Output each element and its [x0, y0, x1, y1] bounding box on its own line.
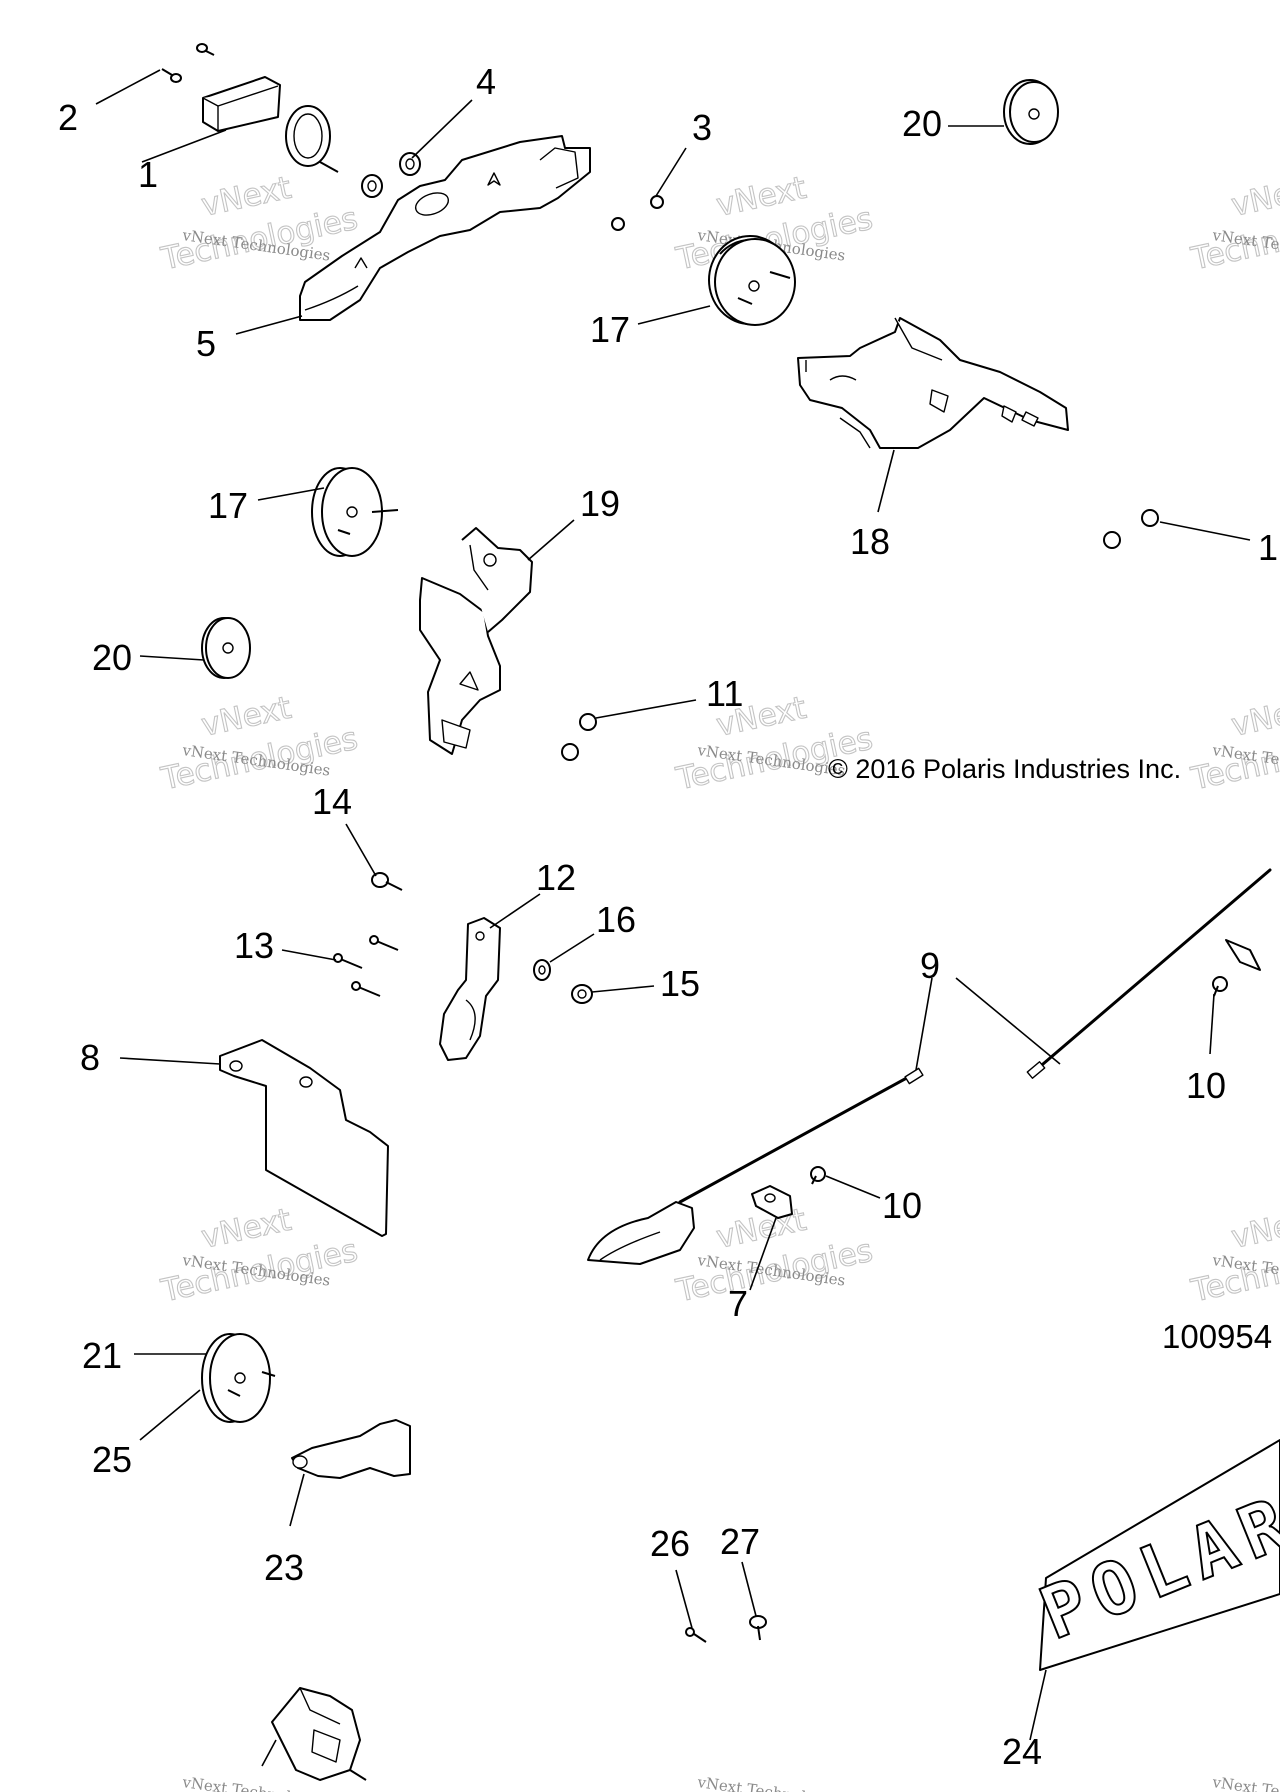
- callout-2: 2: [58, 97, 78, 138]
- callout-12: 12: [536, 857, 576, 898]
- part-1-connector: [202, 76, 339, 173]
- callout-14: 14: [312, 781, 352, 822]
- callout-10: 10: [882, 1185, 922, 1226]
- part-13-screw: [333, 935, 399, 997]
- callout-1-right: 1: [1258, 527, 1278, 568]
- callout-5: 5: [196, 323, 216, 364]
- part-19-bracket: [419, 527, 533, 755]
- callout-numbers: 2 1 4 3 5 17 20 18 1 17 19 20 11 14 12 1…: [58, 61, 1278, 1772]
- part-17-magnet: [708, 235, 796, 326]
- callout-26: 26: [650, 1523, 690, 1564]
- part-21-magnet: [201, 1333, 276, 1423]
- callout-3: 3: [692, 107, 712, 148]
- watermark: vNext Technologies: [157, 1201, 361, 1310]
- callout-11: 11: [706, 673, 743, 714]
- part-2-screw: [161, 43, 215, 83]
- part-1-nut: [1103, 509, 1159, 549]
- part-20-reflector: [1003, 79, 1059, 145]
- callout-8: 8: [80, 1037, 100, 1078]
- callout-27: 27: [720, 1521, 760, 1562]
- part-27-bolt: [749, 1615, 767, 1641]
- watermark-text: vNext Te: [1210, 1773, 1280, 1792]
- svg-text:vNext: vNext: [1228, 690, 1280, 744]
- part-23-bracket: [291, 1419, 411, 1479]
- callout-15: 15: [660, 963, 700, 1004]
- callout-18: 18: [850, 521, 890, 562]
- callout-23: 23: [264, 1547, 304, 1588]
- part-9-wire-harness: [587, 868, 1272, 1265]
- part-5-bracket: [299, 135, 591, 321]
- watermark: vNext Technologies: [1187, 1201, 1280, 1310]
- callout-10: 10: [1186, 1065, 1226, 1106]
- part-18-bracket: [797, 317, 1069, 449]
- copyright-notice: © 2016 Polaris Industries Inc.: [828, 754, 1181, 784]
- callout-1: 1: [138, 154, 158, 195]
- part-15-nut: [571, 984, 593, 1004]
- callout-13: 13: [234, 925, 274, 966]
- callout-9: 9: [920, 945, 940, 986]
- part-24-brand-plate: POLARIS: [1028, 1437, 1280, 1671]
- callout-19: 19: [580, 483, 620, 524]
- part-8-flap: [219, 1039, 389, 1237]
- part-14-bolt: [371, 872, 403, 891]
- part-20-reflector: [201, 617, 251, 679]
- callout-24: 24: [1002, 1731, 1042, 1772]
- callout-4: 4: [476, 61, 496, 102]
- leader-lines: [95, 69, 1251, 1767]
- svg-text:vNext: vNext: [1228, 170, 1280, 224]
- svg-text:vNext: vNext: [1228, 1202, 1280, 1256]
- callout-20: 20: [92, 637, 132, 678]
- callout-17: 17: [590, 309, 630, 350]
- part-11-nut: [561, 713, 597, 761]
- part-4-grommet: [361, 152, 421, 198]
- part-17-magnet: [311, 467, 399, 557]
- part-switch: [271, 1687, 367, 1781]
- callout-20: 20: [902, 103, 942, 144]
- watermark: vNext Technologies: [1187, 169, 1280, 278]
- part-7-clip: [751, 1185, 793, 1219]
- callout-21: 21: [82, 1335, 122, 1376]
- diagram-number: 100954: [1162, 1318, 1272, 1355]
- watermark-text: vNext Technologies: [695, 1773, 846, 1792]
- part-16-washer: [533, 959, 551, 981]
- callout-25: 25: [92, 1439, 132, 1480]
- part-3-nut: [611, 195, 664, 231]
- part-10-screw: [810, 976, 1228, 1185]
- part-12-bracket: [439, 917, 501, 1061]
- watermark: vNext Technologies: [1187, 689, 1280, 798]
- callout-7: 7: [728, 1283, 748, 1324]
- callout-17: 17: [208, 485, 248, 526]
- callout-16: 16: [596, 899, 636, 940]
- part-26-screw: [685, 1627, 707, 1643]
